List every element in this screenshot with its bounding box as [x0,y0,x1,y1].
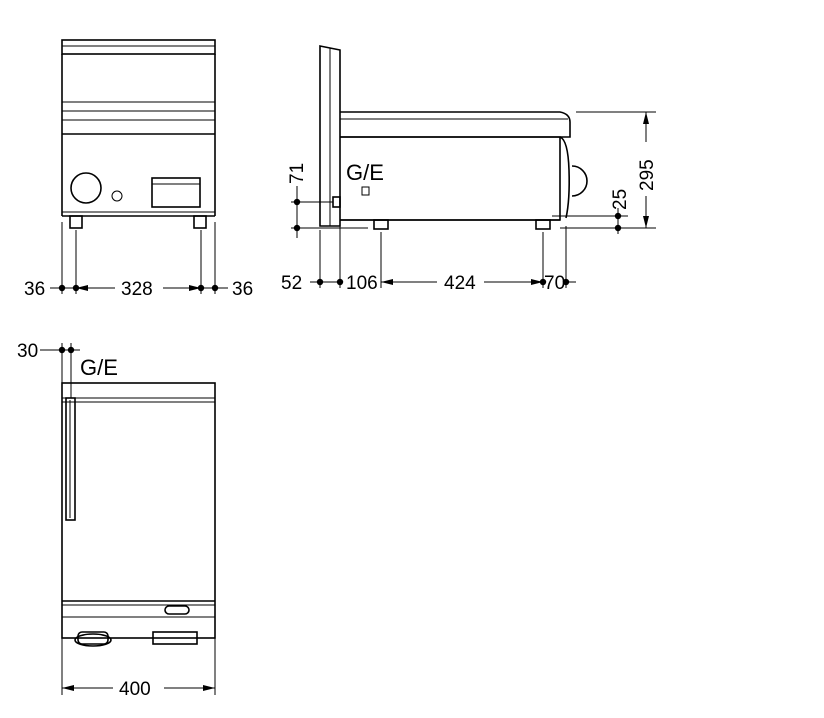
front-width-middle-label: 328 [121,279,153,300]
side-ge-label: G/E [346,160,384,185]
dim-52-label: 52 [281,273,302,294]
dim-295-label: 295 [637,159,658,191]
dim-400-lines [61,638,216,695]
top-view: G/E 30 400 [17,341,216,700]
pilot-light-icon [111,190,123,202]
splash-back [319,45,341,227]
dim-30-lines [40,343,80,398]
dim-71-lines [291,186,368,238]
drain-slot-icon [164,605,190,615]
dim-106-label: 106 [346,273,378,294]
side-front-foot [535,219,551,230]
dim-71-label: 71 [287,163,308,184]
dim-70-label: 70 [544,273,565,294]
dim-295-line [643,112,649,228]
control-panel-plate [151,177,201,208]
front-width-extension-lines [61,222,216,294]
side-view-body [340,111,588,221]
front-width-right-label: 36 [232,279,253,300]
side-connection-stub [332,196,341,208]
front-left-foot [69,215,83,229]
gas-connection-icon [361,186,370,196]
front-right-foot [193,215,207,229]
front-width-dimension-line [50,284,228,292]
side-rear-foot [373,219,389,230]
top-view-body [61,382,216,639]
splash-back-rail [65,397,76,521]
dim-400-label: 400 [119,679,151,700]
top-view-feet [74,631,198,647]
control-knob-icon [70,172,102,204]
side-base-extension-lines [319,226,567,288]
top-ge-label: G/E [80,355,118,380]
dim-30-label: 30 [17,341,38,362]
front-width-left-label: 36 [24,279,45,300]
dim-25-line [614,208,622,234]
side-base-dimension-line [310,278,576,286]
side-view: G/E 71 [281,45,658,294]
front-view: 36 328 36 [24,39,253,300]
dim-424-label: 424 [444,273,476,294]
dim-25-label: 25 [610,189,631,210]
front-view-body [61,39,216,217]
